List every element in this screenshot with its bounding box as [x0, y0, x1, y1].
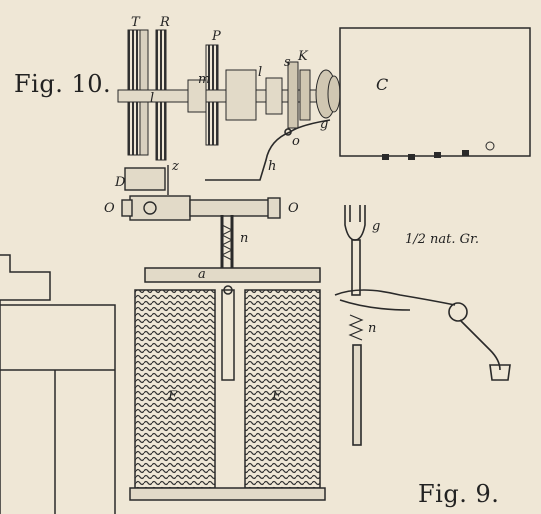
spring-rod-n [220, 215, 234, 275]
label-e-right: E [272, 389, 282, 404]
label-l-right: l [258, 65, 263, 80]
label-o-right: O [288, 201, 299, 216]
label-n-upper: n [240, 231, 249, 246]
axle [117, 69, 339, 121]
coupling-k [287, 61, 341, 129]
label-c: C [376, 75, 389, 94]
electromagnet [129, 267, 326, 501]
label-p: P [212, 29, 221, 44]
label-t: T [131, 15, 140, 30]
left-frame [0, 254, 116, 514]
lever-h [205, 119, 331, 181]
label-o-left: O [104, 201, 115, 216]
housing-c [339, 27, 531, 160]
label-l-left: l [150, 91, 155, 106]
label-r: R [160, 15, 170, 30]
label-h: h [268, 159, 277, 174]
label-k: K [298, 49, 308, 64]
label-o-small: o [292, 134, 300, 149]
fig9-mechanism [334, 205, 511, 446]
label-d: D [115, 175, 126, 190]
label-s: s [284, 55, 291, 70]
figure-title-fig9: Fig. 9. [418, 480, 500, 508]
scale-note: 1/2 nat. Gr. [405, 232, 479, 247]
figure-title-fig10: Fig. 10. [14, 70, 112, 98]
label-e-left: E [168, 389, 178, 404]
label-g-upper: g [320, 117, 329, 132]
crossbar-o [121, 165, 281, 221]
label-z: z [172, 159, 179, 174]
label-n-right: n [368, 321, 377, 336]
label-g-right: g [372, 219, 381, 234]
label-m: m [198, 72, 211, 87]
label-a: a [198, 267, 206, 282]
